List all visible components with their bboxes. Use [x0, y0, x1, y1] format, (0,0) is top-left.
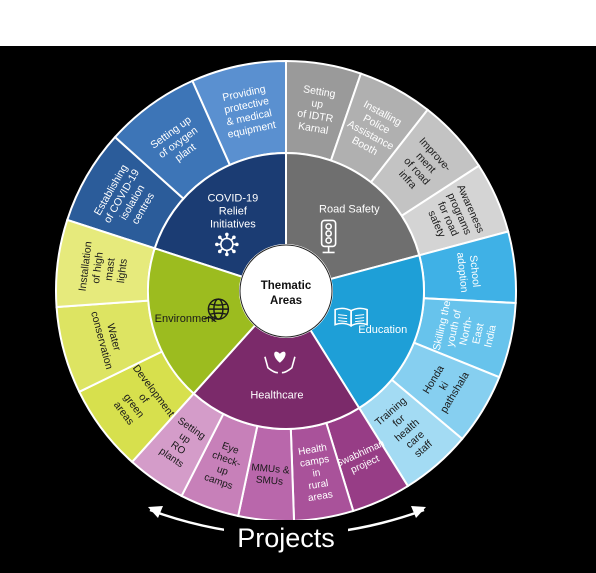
top-white-band: [0, 0, 596, 46]
theme-label-healthcare-line-1: Healthcare: [250, 389, 303, 401]
projects-label: Projects: [237, 523, 335, 553]
project-label-8-line-1: School: [467, 255, 482, 288]
arrow-head-right: [411, 506, 426, 518]
theme-label-environment-line-1: Environment: [155, 313, 217, 325]
project-label-4-line-2: up: [311, 97, 325, 111]
open-book-icon: [334, 307, 368, 327]
globe-leaf-icon: [203, 298, 230, 322]
center-title-line-2: Areas: [270, 295, 302, 307]
projects-footer: Projects: [148, 506, 426, 554]
project-label-15-line-3: up: [215, 464, 230, 478]
project-label-4-line-1: Setting: [302, 83, 336, 100]
arrow-head-left: [148, 506, 163, 518]
hands-heart-icon: [264, 351, 296, 374]
project-label-13-line-4: rural: [308, 478, 330, 492]
project-label-19-line-4: lights: [115, 258, 130, 284]
project-label-13-line-5: areas: [307, 489, 333, 504]
theme-label-road-line-1: Road Safety: [319, 203, 380, 215]
project-label-13-line-1: Health: [297, 442, 327, 458]
theme-label-covid-line-1: COVID-19: [207, 193, 258, 205]
project-label-19-line-3: mast: [103, 257, 118, 281]
project-label-4-line-3: of IDTR: [296, 107, 334, 125]
project-label-13-line-2: camps: [299, 454, 330, 470]
projects-label-backdrop: [224, 520, 348, 554]
project-label-13-line-3: in: [312, 467, 322, 479]
traffic-light-icon: [320, 219, 337, 254]
theme-label-covid-line-2: Relief: [219, 206, 248, 218]
project-label-8-line-2: adoption: [454, 252, 470, 293]
theme-label-covid-line-3: Initiatives: [210, 219, 256, 231]
project-label-14-line-1: MMUs &: [251, 462, 290, 476]
project-label-9-line-5: India: [482, 324, 499, 349]
project-label-14-line-2: SMUs: [255, 475, 283, 488]
project-label-9-line-4: East: [470, 322, 486, 345]
project-label-4-line-4: Karnal: [297, 120, 329, 137]
center-title-line-1: Thematic: [261, 280, 312, 292]
center-circle: [239, 244, 333, 338]
theme-label-education-line-1: Education: [358, 324, 407, 336]
project-label-19-line-2: of high: [90, 251, 106, 284]
center-hub: Thematic Areas: [239, 244, 333, 338]
virus-icon: [215, 232, 239, 257]
